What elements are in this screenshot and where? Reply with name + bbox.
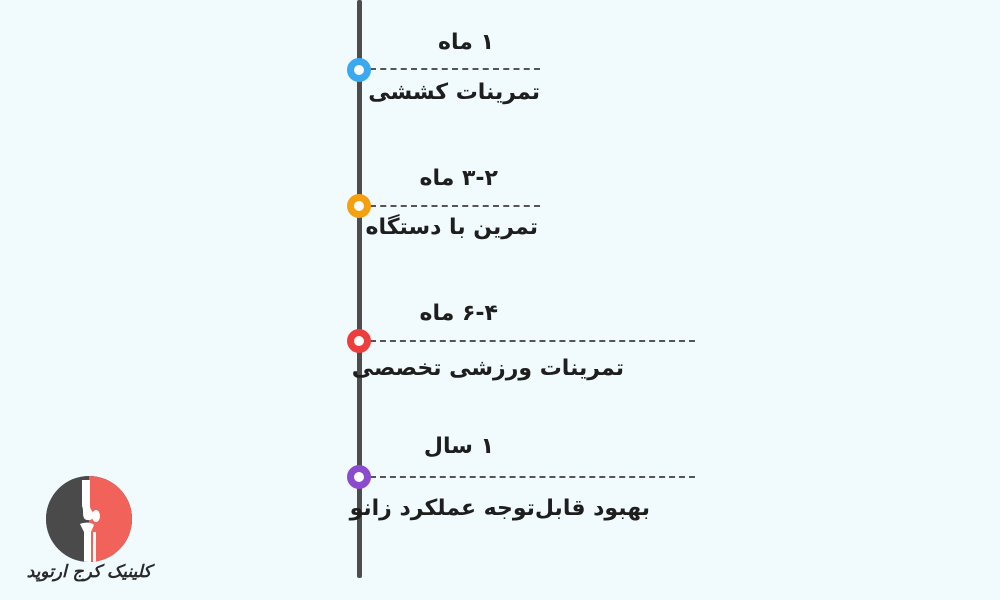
clinic-logo (46, 476, 132, 562)
knee-bone-icon (46, 476, 132, 562)
kneecap-shape (92, 510, 100, 522)
fibula-shape (93, 532, 96, 562)
stage-4-marker (347, 465, 371, 489)
stage-2-period: ۳-۲ ماه (419, 166, 498, 191)
stage-1-marker (347, 58, 371, 82)
clinic-logo-caption: کلینیک کرج ارتوپد (26, 562, 152, 582)
stage-4-period: ۱ سال (423, 434, 494, 459)
stage-4-label: بهبود قابل‌توجه عملکرد زانو (349, 496, 650, 521)
stage-3-divider (370, 340, 695, 342)
stage-3-period: ۶-۴ ماه (419, 301, 498, 326)
stage-1-period: ۱ ماه (438, 30, 494, 55)
stage-3-label: تمرینات ورزشی تخصصی (351, 356, 624, 381)
stage-2-divider (370, 205, 540, 207)
femur-shape (82, 480, 94, 521)
timeline-axis (357, 0, 362, 578)
stage-1-label: تمرینات کششی (368, 80, 540, 105)
stage-3-marker (347, 329, 371, 353)
tibia-shape (80, 522, 94, 562)
stage-1-divider (370, 68, 540, 70)
stage-2-marker (347, 194, 371, 218)
stage-4-divider (370, 476, 695, 478)
stage-2-label: تمرین با دستگاه (365, 215, 538, 240)
